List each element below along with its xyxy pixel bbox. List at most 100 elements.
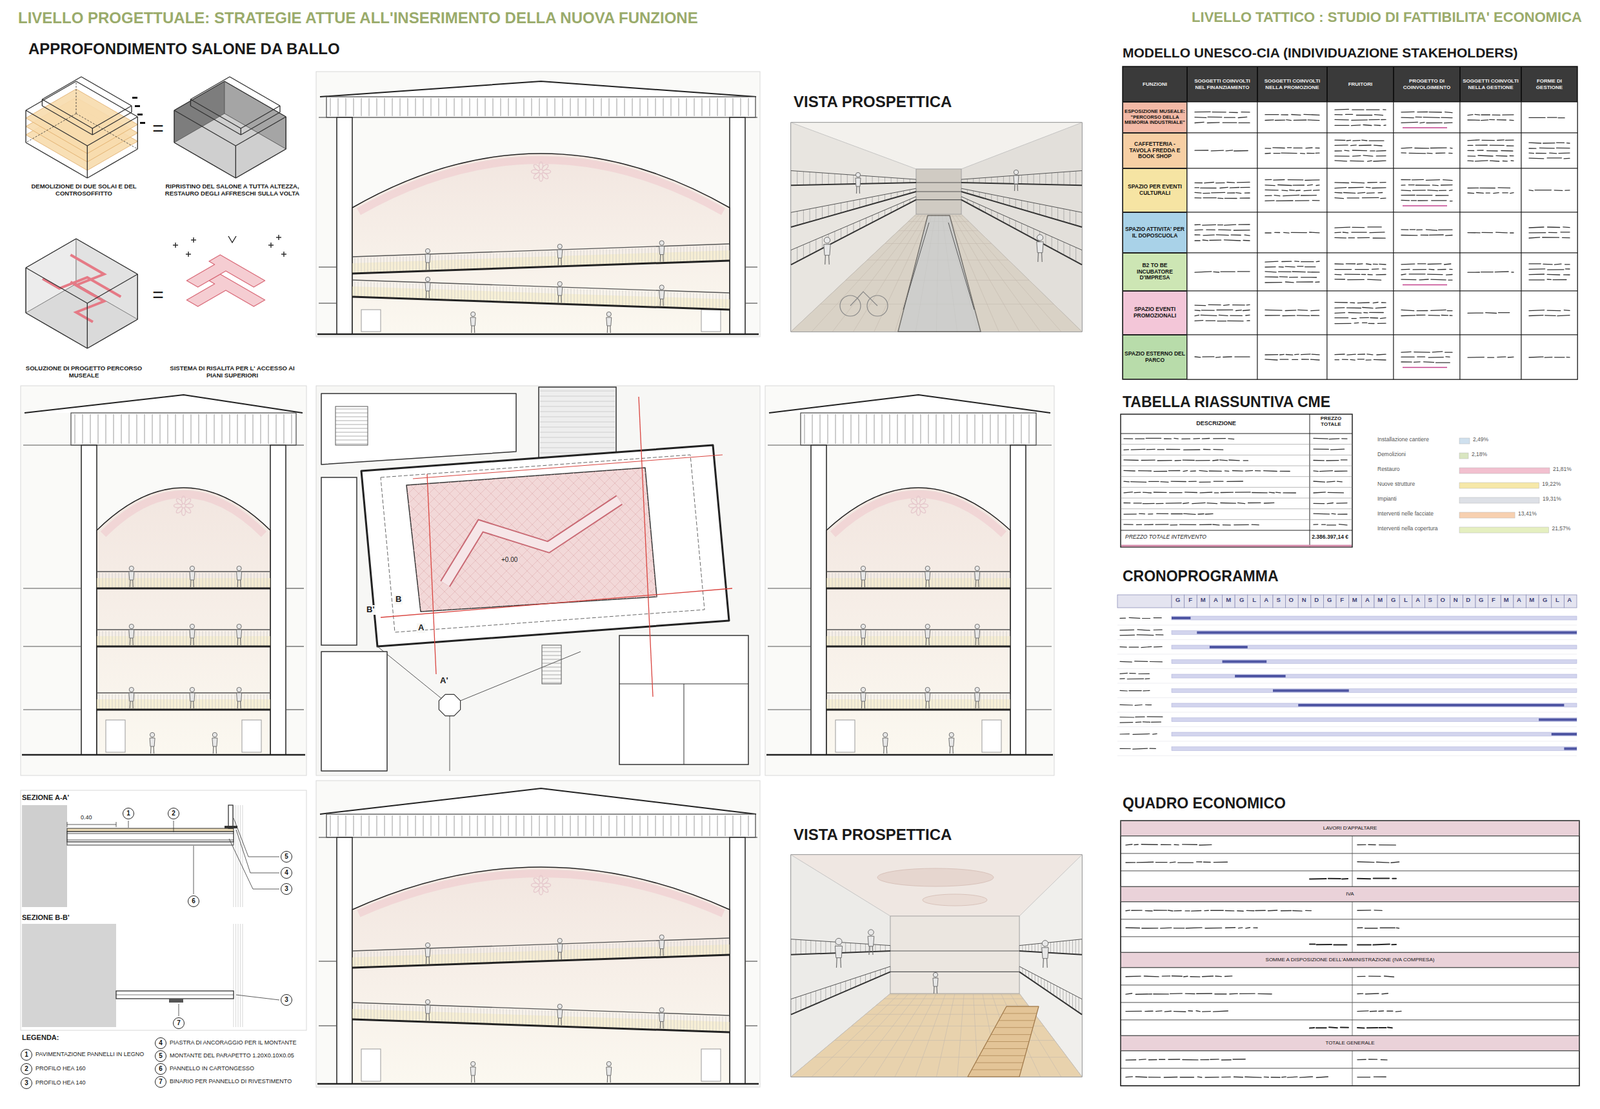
roof-truss	[835, 414, 837, 444]
parapet	[964, 572, 966, 588]
parapet	[716, 940, 717, 955]
gallery-edge	[890, 950, 1020, 951]
parapet	[606, 249, 608, 265]
illegible-text	[1334, 140, 1386, 162]
parapet	[993, 694, 995, 710]
roof-truss	[609, 98, 610, 117]
person-figure	[236, 629, 242, 639]
person-figure	[425, 942, 430, 948]
floor-line	[318, 302, 337, 304]
gallery-rail	[853, 174, 855, 184]
parapet	[115, 694, 117, 710]
illegible-text	[1529, 116, 1565, 119]
cladding-line	[235, 805, 237, 908]
floor-pattern	[387, 354, 671, 639]
parapet	[361, 952, 362, 968]
person-figure	[474, 325, 476, 333]
parapet	[987, 630, 988, 646]
roof-truss	[438, 815, 440, 837]
illegible-text	[1529, 142, 1570, 159]
person-figure	[428, 290, 430, 299]
parapet	[512, 946, 514, 962]
parapet	[112, 572, 113, 588]
stair-step	[971, 1069, 1022, 1071]
parapet	[154, 630, 155, 646]
roof-truss	[547, 98, 548, 117]
roof-truss	[508, 815, 510, 837]
parapet	[725, 939, 727, 955]
parapet	[587, 1011, 588, 1027]
gallery-rail	[990, 209, 992, 216]
window	[835, 720, 855, 753]
parapet	[231, 572, 233, 588]
gallery-rail	[853, 223, 855, 233]
parapet	[364, 1004, 366, 1020]
stair-step	[541, 663, 562, 664]
gallery-rail	[1081, 250, 1083, 266]
parapet	[935, 694, 937, 710]
table-cell	[1460, 290, 1522, 335]
parapet	[596, 943, 598, 959]
parapet	[635, 248, 637, 264]
parapet	[690, 940, 691, 956]
cme-table	[1120, 414, 1353, 548]
parapet	[176, 694, 178, 710]
parapet	[990, 694, 991, 710]
ground-line	[766, 754, 1053, 757]
table-cell	[1521, 212, 1578, 253]
roof-truss	[469, 815, 471, 837]
parapet	[228, 572, 230, 588]
parapet	[706, 245, 708, 261]
parapet	[199, 572, 200, 588]
gallery-rail	[1081, 939, 1083, 955]
illegible-text	[1313, 481, 1342, 482]
parapet	[683, 292, 685, 308]
parapet	[173, 572, 175, 588]
parapet	[551, 288, 553, 304]
roof-truss	[800, 412, 1037, 446]
parapet	[374, 1004, 375, 1020]
roof-truss	[1029, 414, 1030, 444]
gallery-rail	[1040, 978, 1042, 988]
parapet	[454, 284, 456, 300]
roof-truss	[160, 414, 161, 444]
person-figure	[149, 732, 155, 737]
parapet	[938, 630, 940, 646]
parapet	[632, 248, 633, 264]
parapet	[209, 694, 210, 710]
roof-truss	[974, 414, 976, 444]
gallery-rail	[1038, 976, 1039, 985]
ground-line	[317, 333, 759, 336]
parapet	[696, 940, 698, 956]
fresco-rosette	[918, 505, 928, 515]
axonometric-edge	[41, 105, 93, 135]
parapet	[483, 1008, 485, 1024]
parapet	[125, 694, 126, 710]
person-figure	[425, 262, 428, 270]
illegible-text	[1265, 354, 1320, 360]
person-figure	[129, 692, 135, 702]
parapet	[696, 246, 698, 262]
parapet	[496, 252, 498, 268]
parapet	[625, 249, 627, 264]
roof-truss	[593, 815, 595, 837]
parapet	[474, 254, 475, 270]
axonometric-edge	[190, 105, 241, 135]
person-figure	[861, 701, 863, 709]
parapet	[199, 630, 200, 646]
parapet	[234, 572, 236, 588]
parapet	[593, 289, 595, 305]
parapet	[160, 630, 162, 646]
person-figure	[132, 701, 134, 709]
person-figure	[863, 638, 866, 646]
render-frame	[790, 854, 1082, 1077]
parapet	[867, 572, 869, 588]
roof-truss	[725, 815, 726, 837]
parapet	[700, 940, 701, 956]
parapet	[370, 281, 372, 297]
axonometric-edge	[173, 110, 175, 143]
axonometric-edge	[25, 110, 88, 146]
person-figure	[557, 1009, 563, 1019]
parapet	[980, 572, 982, 588]
parapet	[903, 630, 904, 646]
